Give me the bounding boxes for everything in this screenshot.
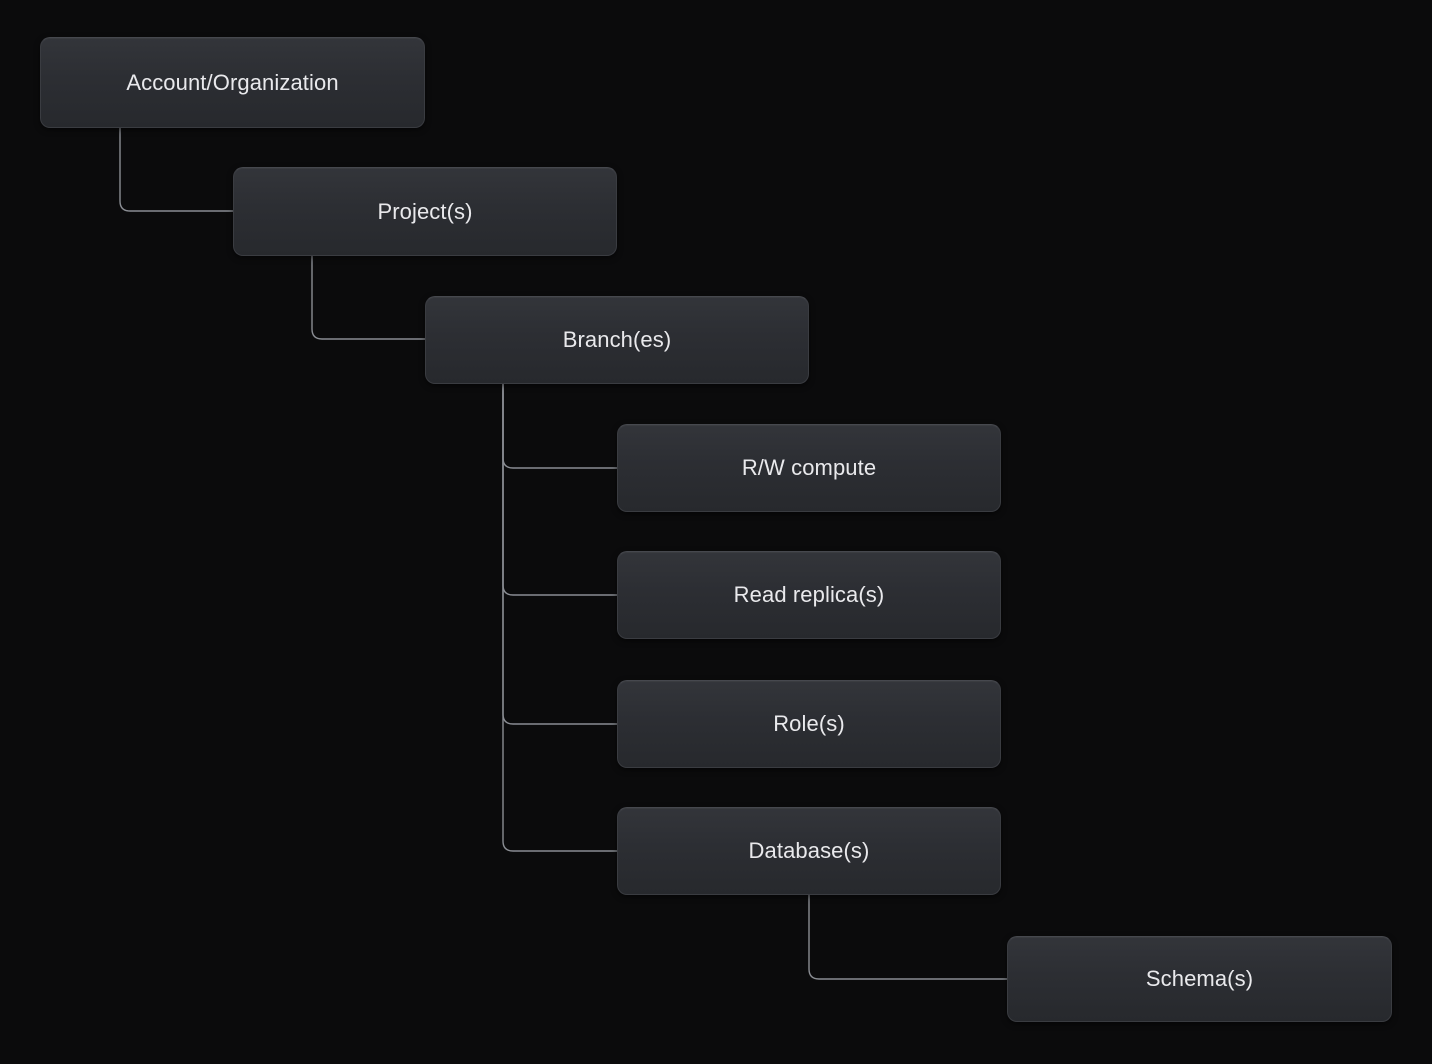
node-role-label: Role(s) [773, 711, 845, 736]
node-read_replica[interactable]: Read replica(s) [617, 551, 1001, 639]
node-schema-label: Schema(s) [1145, 966, 1254, 991]
node-rw_compute[interactable]: R/W compute [617, 424, 1001, 512]
node-schema[interactable]: Schema(s) [1007, 936, 1392, 1022]
node-rw_compute-label: R/W compute [741, 455, 877, 480]
edge-branch-read-replica [502, 383, 618, 596]
node-branch-label: Branch(es) [562, 327, 672, 352]
node-project-label: Project(s) [377, 198, 473, 224]
edge-project-branch [311, 255, 426, 340]
node-account-label: Account/Organization [126, 69, 339, 95]
node-role[interactable]: Role(s) [617, 680, 1001, 768]
edge-branch-rw-compute [502, 383, 618, 469]
edge-branch-role [502, 383, 618, 725]
node-read_replica-label: Read replica(s) [733, 582, 885, 607]
edge-account-project [119, 127, 234, 212]
edge-database-schema [808, 894, 1008, 980]
node-project[interactable]: Project(s) [233, 167, 617, 256]
node-account[interactable]: Account/Organization [40, 37, 425, 128]
node-branch[interactable]: Branch(es) [425, 296, 809, 384]
node-database-label: Database(s) [748, 838, 870, 863]
edge-branch-database [502, 383, 618, 852]
node-database[interactable]: Database(s) [617, 807, 1001, 895]
